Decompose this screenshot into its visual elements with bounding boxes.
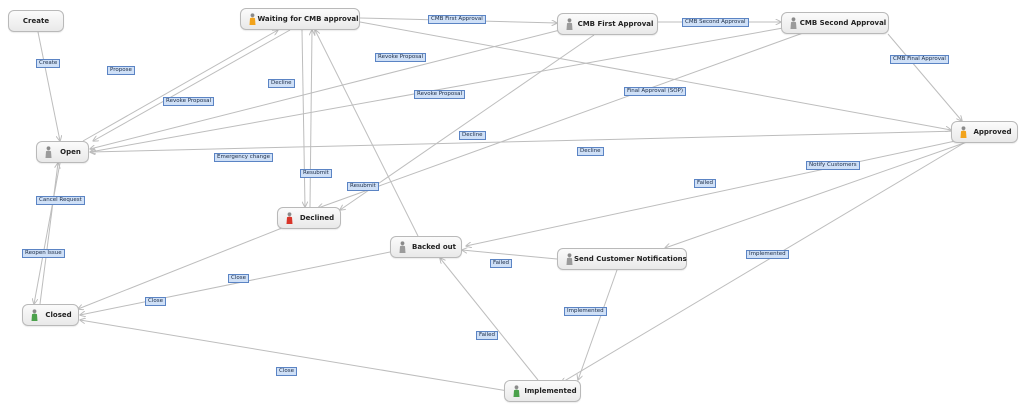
transition-line	[78, 227, 283, 309]
transition-line	[887, 33, 962, 121]
person-gray-icon	[45, 145, 52, 158]
status-declined-label: Declined	[299, 214, 335, 222]
status-backed-out[interactable]: Backed out	[390, 236, 462, 258]
transition-label-final-approval-sop[interactable]: Final Approval (SOP)	[624, 87, 687, 96]
transition-line	[466, 139, 961, 246]
transition-label-revoke-proposal[interactable]: Revoke Proposal	[414, 90, 466, 99]
status-declined[interactable]: Declined	[277, 207, 341, 229]
transition-line	[80, 251, 391, 315]
transition-label-failed[interactable]: Failed	[694, 179, 716, 188]
transition-line	[315, 30, 419, 237]
person-green-icon	[31, 308, 38, 321]
person-gray-icon	[790, 16, 797, 29]
transition-line	[462, 250, 558, 260]
status-open-label: Open	[60, 148, 81, 156]
transition-label-resubmit[interactable]: Resubmit	[347, 182, 379, 191]
person-gray-icon	[566, 17, 573, 30]
transition-line	[578, 269, 618, 380]
transition-line	[561, 142, 965, 383]
status-cmb2-label: CMB Second Approval	[799, 19, 887, 27]
status-implemented[interactable]: Implemented	[504, 380, 581, 402]
transition-label-revoke-proposal[interactable]: Revoke Proposal	[163, 97, 215, 106]
transition-line	[310, 30, 312, 208]
transition-label-revoke-proposal[interactable]: Revoke Proposal	[375, 53, 427, 62]
transition-label-propose[interactable]: Propose	[107, 66, 135, 75]
status-open[interactable]: Open	[36, 141, 89, 163]
status-waiting-for-cmb-approval[interactable]: Waiting for CMB approval	[240, 8, 360, 30]
transition-label-decline[interactable]: Decline	[577, 147, 604, 156]
status-create-label: Create	[22, 17, 50, 25]
transition-line	[318, 32, 804, 208]
transition-label-implemented[interactable]: Implemented	[746, 250, 789, 259]
transition-line	[34, 162, 61, 304]
transition-label-reopen-issue[interactable]: Reopen Issue	[22, 249, 65, 258]
status-sendnotif-label: Send Customer Notifications	[574, 255, 687, 263]
transition-line	[440, 258, 539, 381]
status-approved[interactable]: Approved	[951, 121, 1018, 143]
status-create[interactable]: Create	[8, 10, 64, 32]
transition-label-cmb-second-approval[interactable]: CMB Second Approval	[682, 18, 749, 27]
person-red-icon	[286, 211, 293, 224]
person-gray-icon	[399, 240, 406, 253]
person-green-icon	[513, 384, 520, 397]
person-orange-icon	[960, 125, 967, 138]
transition-label-resubmit[interactable]: Resubmit	[300, 169, 332, 178]
person-orange-icon	[249, 12, 256, 25]
transition-label-cancel-request[interactable]: Cancel Request	[36, 196, 85, 205]
transition-label-decline[interactable]: Decline	[459, 131, 486, 140]
transition-line	[90, 29, 561, 149]
transition-label-close[interactable]: Close	[145, 297, 166, 306]
transition-label-cmb-final-approval[interactable]: CMB Final Approval	[890, 55, 949, 64]
transition-line	[340, 34, 595, 210]
status-waiting-label: Waiting for CMB approval	[257, 15, 359, 23]
transition-label-failed[interactable]: Failed	[490, 259, 512, 268]
transition-line	[90, 130, 961, 152]
status-closed-label: Closed	[45, 311, 72, 319]
transition-label-notify-customers[interactable]: Notify Customers	[806, 161, 860, 170]
transition-label-emergency-change[interactable]: Emergency change	[214, 153, 274, 162]
status-cmb1-label: CMB First Approval	[577, 20, 654, 28]
transition-label-implemented[interactable]: Implemented	[564, 307, 607, 316]
transition-label-close[interactable]: Close	[276, 367, 297, 376]
transition-label-close[interactable]: Close	[228, 274, 249, 283]
transition-line	[37, 31, 60, 141]
status-cmb-first-approval[interactable]: CMB First Approval	[557, 13, 658, 35]
transition-line	[301, 29, 305, 207]
transition-label-decline[interactable]: Decline	[268, 79, 295, 88]
transition-line	[80, 320, 509, 392]
transition-line	[359, 21, 951, 130]
status-implemented-label: Implemented	[524, 387, 577, 395]
transition-line	[39, 163, 58, 305]
status-approved-label: Approved	[973, 128, 1012, 136]
status-backedout-label: Backed out	[411, 243, 456, 251]
transition-line	[665, 141, 968, 248]
status-send-customer-notifications[interactable]: Send Customer Notifications	[557, 248, 687, 270]
transition-label-failed[interactable]: Failed	[476, 331, 498, 340]
transition-line	[93, 29, 291, 141]
transition-label-cmb-first-approval[interactable]: CMB First Approval	[428, 15, 486, 24]
transition-line	[82, 30, 278, 142]
status-cmb-second-approval[interactable]: CMB Second Approval	[781, 12, 889, 34]
status-closed[interactable]: Closed	[22, 304, 79, 326]
person-gray-icon	[566, 252, 573, 265]
transition-label-create[interactable]: Create	[36, 59, 61, 68]
